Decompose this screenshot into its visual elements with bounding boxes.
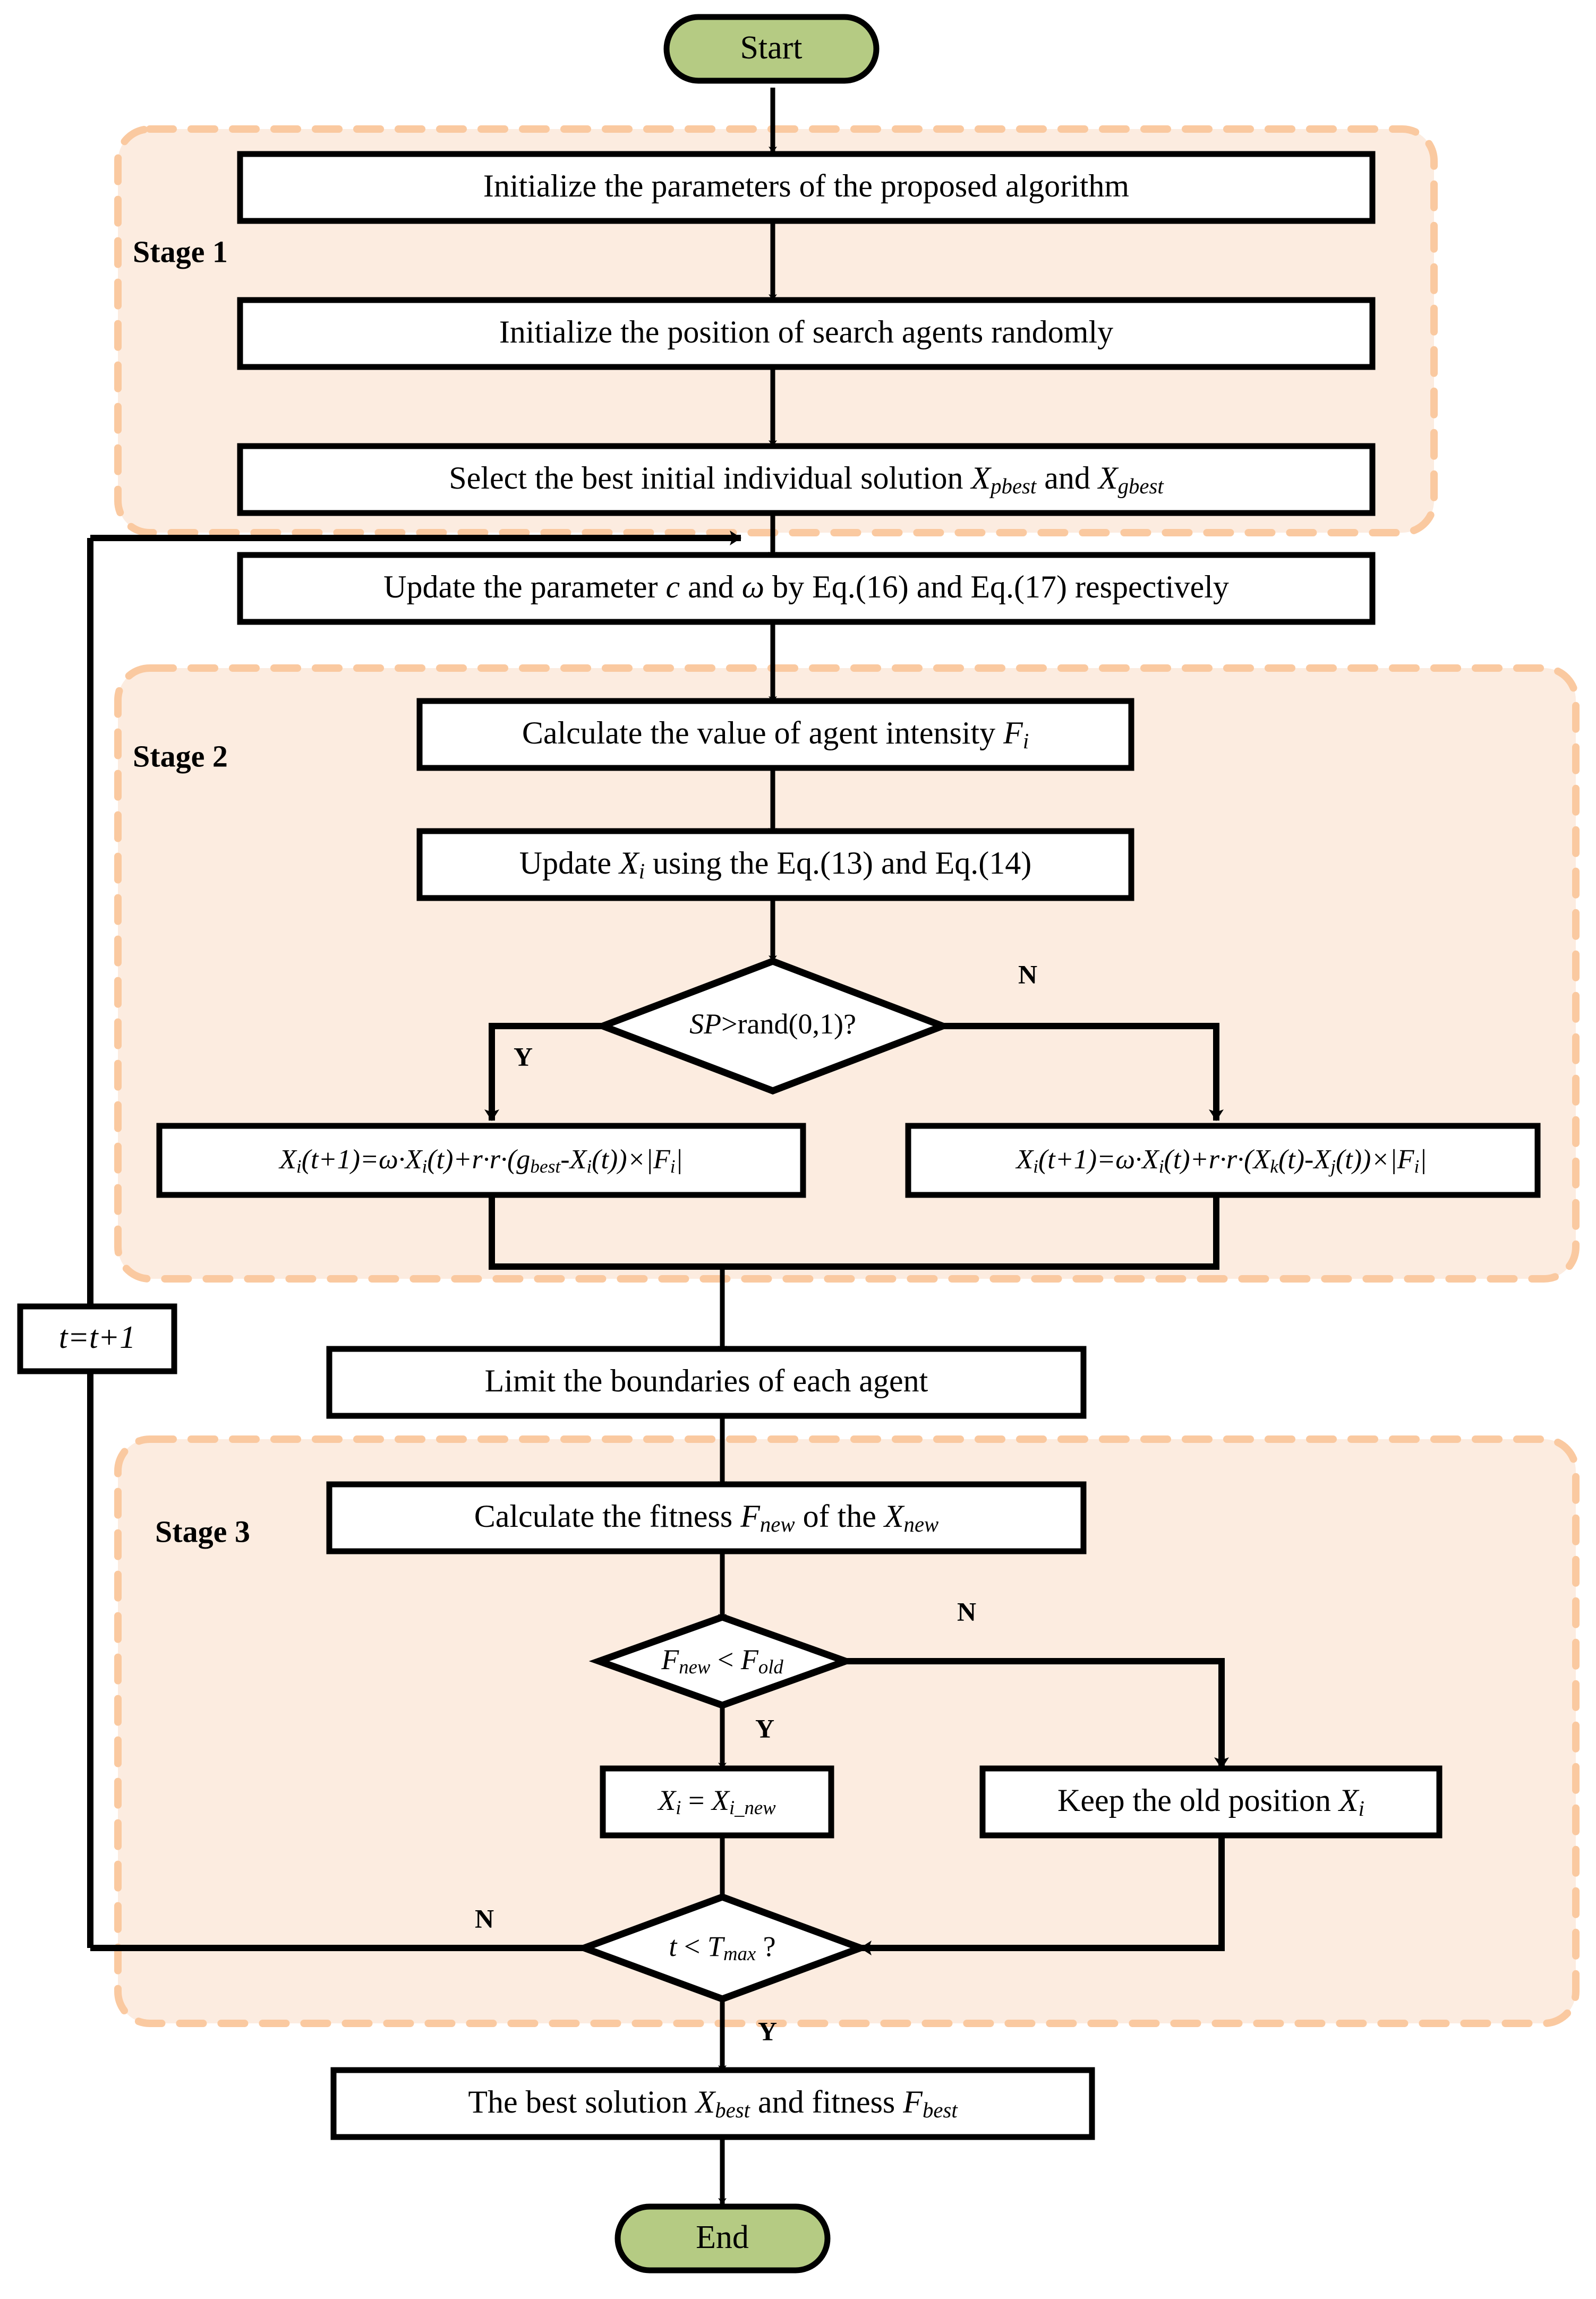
- node-update-xi[interactable]: Update Xi using the Eq.(13) and Eq.(14): [416, 828, 1134, 901]
- edge-label-sp-no: N: [1018, 959, 1037, 989]
- decision-iteration-limit[interactable]: t < Tmax ?: [574, 1893, 870, 2003]
- node-assign-new-position[interactable]: Xi = Xi_new: [600, 1765, 834, 1839]
- initialize-positions-box[interactable]: [237, 297, 1376, 370]
- formula-xkxj-label: Xi(t+1)=ω·Xi(t)+r·r·(Xk(t)-Xj(t))×|Fi|: [1015, 1144, 1427, 1177]
- end-node[interactable]: End: [614, 2203, 831, 2274]
- decision-iteration-limit-shape[interactable]: [574, 1893, 870, 2003]
- node-update-parameters[interactable]: Update the parameter c and ω by Eq.(16) …: [237, 552, 1376, 625]
- update-parameters-label: Update the parameter c and ω by Eq.(16) …: [383, 569, 1229, 604]
- edge-keep-to-iter: [860, 1835, 1225, 1955]
- update-xi-label: Update Xi using the Eq.(13) and Eq.(14): [519, 845, 1031, 884]
- formula-gbest-label: Xi(t+1)=ω·Xi(t)+r·r·(gbest-Xi(t))×|Fi|: [278, 1144, 683, 1177]
- node-initialize-parameters[interactable]: Initialize the parameters of the propose…: [237, 151, 1376, 224]
- node-best-solution[interactable]: The best solution Xbest and fitness Fbes…: [330, 2067, 1095, 2140]
- decision-fitness-compare-shape[interactable]: [588, 1613, 856, 1709]
- counter-increment-box[interactable]: [17, 1303, 177, 1374]
- calculate-fitness-label: Calculate the fitness Fnew of the Xnew: [474, 1499, 939, 1537]
- node-formula-gbest[interactable]: Xi(t+1)=ω·Xi(t)+r·r·(gbest-Xi(t))×|Fi|: [156, 1123, 806, 1198]
- calculate-intensity-box[interactable]: [416, 698, 1134, 771]
- start-node[interactable]: Start: [663, 14, 880, 84]
- keep-old-position-label: Keep the old position Xi: [1057, 1783, 1364, 1821]
- decision-sp-rand[interactable]: SP>rand(0,1)?: [593, 958, 953, 1095]
- start-label: Start: [740, 30, 802, 66]
- edge-label-fit-yes: Y: [755, 1713, 774, 1743]
- decision-fitness-compare-label: Fnew < Fold: [661, 1644, 783, 1678]
- counter-increment-label: t=t+1: [59, 1320, 135, 1355]
- assign-new-position-label: Xi = Xi_new: [657, 1784, 776, 1818]
- edge-sp-yes: [484, 1023, 603, 1121]
- edge-label-fit-no: N: [957, 1596, 976, 1626]
- assign-new-position-box[interactable]: [600, 1765, 834, 1839]
- decision-sp-rand-shape[interactable]: [593, 958, 953, 1095]
- node-limit-boundaries[interactable]: Limit the boundaries of each agent: [326, 1346, 1087, 1419]
- stage-3-panel: [114, 1435, 1580, 2027]
- decision-fitness-compare[interactable]: Fnew < Fold: [588, 1613, 856, 1709]
- node-calculate-intensity[interactable]: Calculate the value of agent intensity F…: [416, 698, 1134, 771]
- decision-sp-rand-label: SP>rand(0,1)?: [689, 1008, 856, 1040]
- select-best-initial-box[interactable]: [237, 443, 1376, 516]
- decision-iteration-limit-label: t < Tmax ?: [669, 1930, 775, 1964]
- edge-label-iter-yes: Y: [758, 2016, 777, 2046]
- edge-fit-no: [844, 1658, 1229, 1769]
- stage-2-label: Stage 2: [133, 739, 228, 773]
- end-label: End: [696, 2219, 749, 2255]
- start-shape[interactable]: [663, 14, 880, 84]
- best-solution-label: The best solution Xbest and fitness Fbes…: [468, 2084, 958, 2123]
- edge-sp-no: [943, 1023, 1224, 1121]
- end-shape[interactable]: [614, 2203, 831, 2274]
- best-solution-box[interactable]: [330, 2067, 1095, 2140]
- update-parameters-box[interactable]: [237, 552, 1376, 625]
- node-calculate-fitness[interactable]: Calculate the fitness Fnew of the Xnew: [326, 1481, 1087, 1554]
- limit-boundaries-box[interactable]: [326, 1346, 1087, 1419]
- formula-xkxj-box[interactable]: [905, 1123, 1541, 1198]
- keep-old-position-box[interactable]: [979, 1765, 1443, 1839]
- edge-formula-merge: [489, 1195, 1219, 1270]
- limit-boundaries-label: Limit the boundaries of each agent: [485, 1363, 928, 1398]
- initialize-parameters-box[interactable]: [237, 151, 1376, 224]
- stage-3-container: Stage 3: [114, 1435, 1580, 2027]
- node-keep-old-position[interactable]: Keep the old position Xi: [979, 1765, 1443, 1839]
- select-best-initial-label: Select the best initial individual solut…: [449, 460, 1164, 499]
- initialize-parameters-label: Initialize the parameters of the propose…: [483, 168, 1129, 203]
- node-formula-xkxj[interactable]: Xi(t+1)=ω·Xi(t)+r·r·(Xk(t)-Xj(t))×|Fi|: [905, 1123, 1541, 1198]
- stage-3-label: Stage 3: [155, 1514, 250, 1549]
- stage-1-label: Stage 1: [133, 234, 228, 269]
- node-select-best-initial[interactable]: Select the best initial individual solut…: [237, 443, 1376, 516]
- edge-label-iter-no: N: [475, 1903, 494, 1933]
- formula-gbest-box[interactable]: [156, 1123, 806, 1198]
- calculate-intensity-label: Calculate the value of agent intensity F…: [522, 715, 1029, 754]
- node-counter-increment[interactable]: t=t+1: [17, 1303, 177, 1374]
- edge-label-sp-yes: Y: [514, 1041, 533, 1071]
- calculate-fitness-box[interactable]: [326, 1481, 1087, 1554]
- initialize-positions-label: Initialize the position of search agents…: [499, 314, 1113, 349]
- update-xi-box[interactable]: [416, 828, 1134, 901]
- node-initialize-positions[interactable]: Initialize the position of search agents…: [237, 297, 1376, 370]
